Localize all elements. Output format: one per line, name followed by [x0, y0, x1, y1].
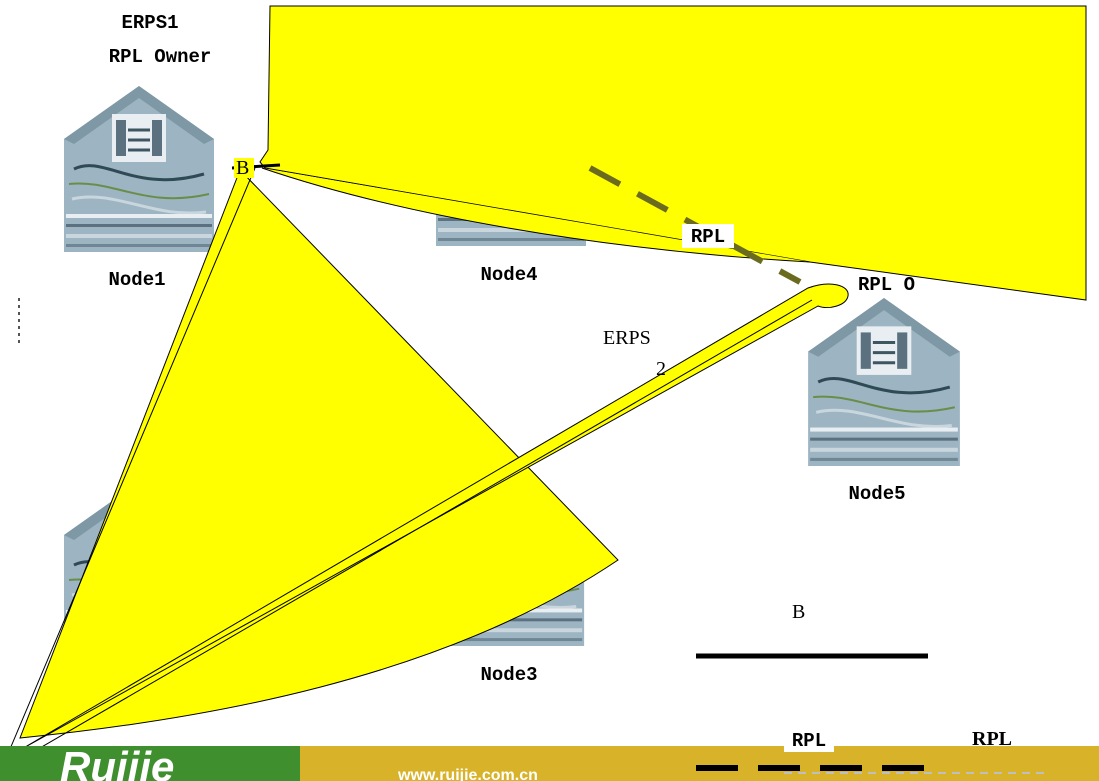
b-label: B — [236, 157, 249, 179]
erps2-number: 2 — [656, 358, 666, 380]
ruijie-logo: Ruijie — [60, 743, 174, 781]
rpl-owner-label-partial: RPL O — [858, 274, 915, 296]
callout-balloon — [259, 5, 1087, 301]
legend-b-label: B — [792, 601, 805, 623]
legend-rpl-label: RPL — [972, 728, 1012, 750]
network-switch-icon — [806, 296, 962, 468]
network-switch-icon — [62, 84, 216, 254]
legend-rpl-box-label: RPL — [792, 730, 826, 752]
footer-url: www.ruijie.com.cn — [397, 767, 538, 781]
node5-label: Node5 — [848, 483, 905, 505]
rpl-label: RPL — [691, 226, 725, 248]
callout-pointer — [19, 283, 849, 751]
footer-logo-bg — [0, 746, 300, 781]
node1-label: Node1 — [108, 269, 165, 291]
erps2-label: ERPS — [603, 327, 651, 349]
node3-label: Node3 — [480, 664, 537, 686]
node4-label: Node4 — [480, 264, 537, 286]
callout-wedge — [19, 169, 619, 739]
rpl-owner-label: RPL Owner — [109, 46, 212, 68]
erps1-label: ERPS1 — [121, 12, 178, 34]
